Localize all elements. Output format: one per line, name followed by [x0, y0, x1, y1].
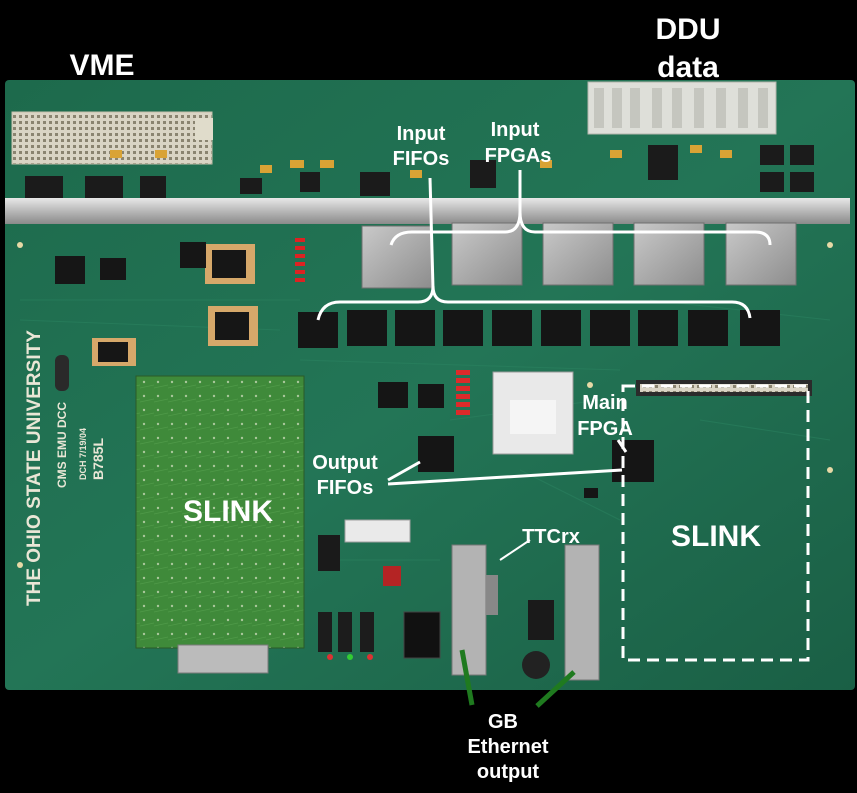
slink-left-label: SLINK: [183, 495, 273, 528]
silkscreen-project: CMS EMU DCC: [55, 402, 69, 488]
input-fpgas-label-line1: Input: [491, 119, 540, 141]
ttcrx-label: TTCrx: [522, 526, 580, 548]
silkscreen-date: DCH 7/19/04: [78, 428, 88, 480]
slink-right-label: SLINK: [671, 520, 761, 553]
stiffener-rail: [5, 198, 850, 224]
main-fpga-pointer: [616, 439, 628, 453]
board-silkscreen: THE OHIO STATE UNIVERSITY CMS EMU DCC DC…: [24, 330, 106, 606]
top-row-capacitors: [110, 145, 732, 178]
main-fpga-label-line2: FPGA: [577, 418, 633, 440]
ddu-data-connector: [587, 81, 777, 135]
red-leds-left: [295, 238, 305, 282]
main-fpga: [492, 371, 574, 455]
red-leds-mid: [456, 370, 470, 415]
ethernet-pointer-1: [459, 649, 475, 706]
slink-right-region: [621, 380, 812, 662]
lower-components: [318, 519, 441, 660]
annotation-lines: [316, 170, 772, 486]
input-fifos-label-line2: FIFOs: [393, 148, 450, 170]
top-row-chips: [25, 145, 814, 198]
gb-ethernet-transceivers: [451, 544, 600, 681]
gb-ethernet-label-line1: GB: [488, 711, 518, 733]
labels: VME DDU data Input FIFOs Input FPGAs Mai…: [69, 13, 761, 783]
ethernet-pointer-2: [535, 670, 576, 708]
ethernet-pointers: [459, 649, 576, 708]
silkscreen-university: THE OHIO STATE UNIVERSITY: [24, 330, 45, 606]
gb-ethernet-label-line2: Ethernet: [467, 736, 548, 758]
main-fpga-label-line1: Main: [582, 392, 628, 414]
ddu-data-label-line2: data: [657, 51, 719, 84]
ddu-data-label-line1: DDU: [656, 13, 721, 46]
voltage-regulators: [55, 242, 258, 391]
output-fifos-label-line2: FIFOs: [317, 477, 374, 499]
input-fifos-label-line1: Input: [397, 123, 446, 145]
input-fifos: [298, 310, 780, 348]
vme-label: VME: [69, 49, 134, 82]
input-fifos-pointer: [428, 177, 435, 289]
output-fifos-label-line1: Output: [312, 452, 378, 474]
input-fpgas-label-line2: FPGAs: [485, 145, 552, 167]
output-fifos-pointer-2: [387, 468, 623, 486]
ttcrx-pointer: [499, 539, 531, 561]
mid-chips: [378, 382, 654, 498]
slink-right-outline: [621, 384, 810, 662]
gb-ethernet-label-line3: output: [477, 761, 540, 783]
silkscreen-part: B785L: [90, 438, 106, 480]
slink-card-left: [135, 375, 305, 674]
output-fifos-pointer-1: [387, 460, 421, 482]
